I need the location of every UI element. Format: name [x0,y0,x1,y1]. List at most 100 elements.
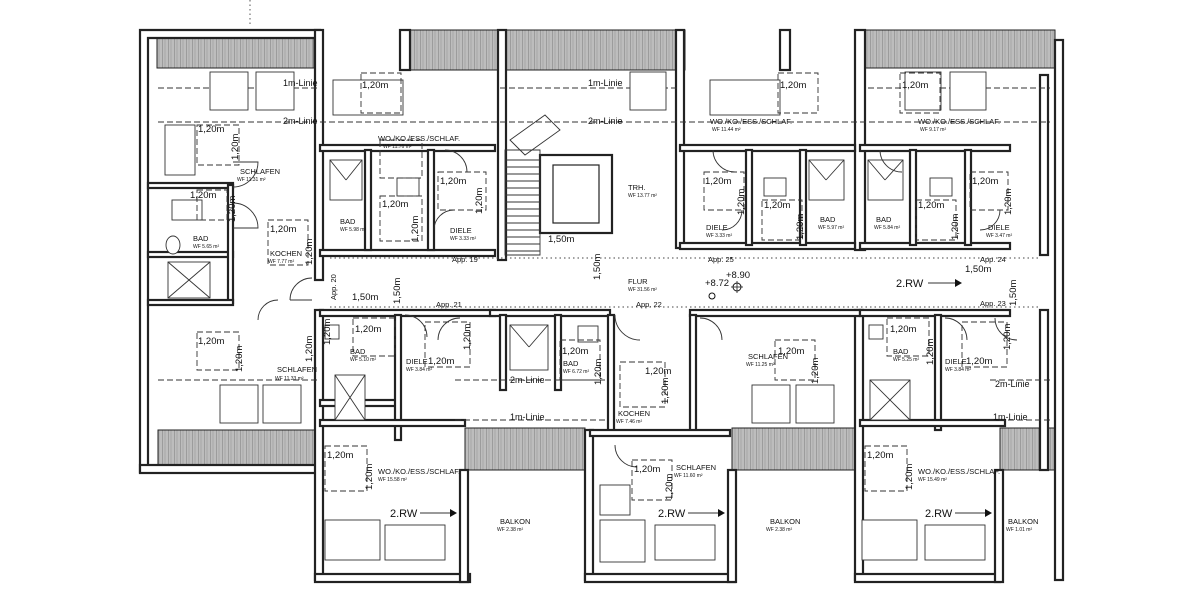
room-area: WF 5.98 m² [340,227,366,233]
dim-label: 1,20m [230,134,241,160]
room-area: WF 3.33 m² [706,233,732,239]
roof-line-labels: 1m-Linie 2m-Linie 1m-Linie 2m-Linie 2m-L… [283,78,1030,422]
apartment-label: App. 24 [980,255,1006,264]
apartment-labels: App. 19 App. 20 App. 21 App. 22 App. 23 … [329,255,1006,309]
dim-label: 1,20m [440,176,466,187]
room-area: WF 31.56 m² [628,287,657,293]
room-area: WF 2.38 m² [497,527,523,533]
room-area: WF 5.65 m² [193,244,219,250]
room-name: TRH. [628,183,646,192]
dim-label: 1,20m [410,216,421,242]
escape-route-labels: 2.RW 2.RW 2.RW 2.RW [390,278,953,520]
apartment-label: App. 21 [436,300,462,309]
room-area: WF 5.84 m² [874,225,900,231]
dim-label: 1,20m [304,239,315,265]
roof-line-1m-s: 1m-Linie [510,412,545,422]
dim-label: 1,20m [778,346,804,357]
dim-label: 1,20m [462,324,473,350]
dim-label: 1,20m [664,474,675,500]
dim-label: 1,20m [925,339,936,365]
dim-label: 1,20m [382,199,408,210]
room-name: WO./KO./ESS./SCHLAF. [710,117,792,126]
dim-label: 1,50m [352,292,378,303]
escape-route-label: 2.RW [658,508,686,520]
room-name: DIELE [706,223,728,232]
roof-line-2m-n: 2m-Linie [588,116,623,126]
room-area: WF 9.17 m² [920,127,946,133]
room-area: WF 13.77 m² [628,193,657,199]
dim-label: 1,20m [355,324,381,335]
dim-label: 1,20m [950,214,961,240]
dim-label: 1,20m [918,200,944,211]
room-area: WF 6.72 m² [563,369,589,375]
dim-label: 1,20m [764,200,790,211]
level-label-b: +8.90 [726,270,750,281]
dim-label: 1,50m [1008,280,1019,306]
room-name: BALKON [770,517,800,526]
roof-line-1m-nw: 1m-Linie [283,78,318,88]
dim-label: 1,20m [645,366,671,377]
dim-label: 1,20m [322,319,333,345]
dim-label: 1,20m [270,224,296,235]
apartment-label: App. 22 [636,300,662,309]
roof-line-1m-n: 1m-Linie [588,78,623,88]
roof-line-2m-nw: 2m-Linie [283,116,318,126]
dim-label: 1,20m [904,464,915,490]
door-swings [232,149,1018,468]
dim-label: 1,20m [705,176,731,187]
room-name: FLUR [628,277,648,286]
room-area: WF 3.84 m² [406,367,432,373]
room-name: DIELE [945,357,967,366]
dim-label: 1,20m [474,188,485,214]
dim-label: 1,20m [1002,324,1013,350]
dim-label: 1,20m [780,80,806,91]
interior-walls [146,143,1012,442]
room-name: DIELE [406,357,428,366]
dim-label: 1,50m [548,234,574,245]
dim-label: 1,20m [890,324,916,335]
dim-label: 1,20m [190,190,216,201]
dim-label: 1,20m [198,124,224,135]
room-name: BAD [876,215,892,224]
dim-label: 1,20m [736,189,747,215]
dim-label: 1,20m [660,378,671,404]
dim-label: 1,20m [634,464,660,475]
room-labels: SCHLAFEN WF 11.31 m² BAD WF 5.65 m² KOCH… [193,117,1038,533]
room-name: SCHLAFEN [676,463,716,472]
level-label-a: +8.72 [705,278,729,289]
dim-label: 1,20m [227,196,238,222]
room-name: WO./KO./ESS./SCHLAF. [918,117,1000,126]
dim-label: 1,20m [867,450,893,461]
dim-label: 1,50m [392,278,403,304]
room-name: BALKON [500,517,530,526]
dim-label: 1,20m [972,176,998,187]
dim-label: 1,20m [364,464,375,490]
room-name: BALKON [1008,517,1038,526]
dim-label: 1,20m [562,346,588,357]
room-area: WF 5.25 m² [893,357,919,363]
escape-route-label: 2.RW [925,508,953,520]
dim-label: 1,20m [304,336,315,362]
roof-line-2m-s: 2m-Linie [510,375,545,385]
apartment-label: App. 23 [980,299,1006,308]
room-name: SCHLAFEN [748,352,788,361]
dimension-labels: 1,20m 1,20m 1,20m 1,20m 1,20m 1,20m 1,20… [190,80,1019,500]
clearance-squares [196,72,1009,501]
dim-label: 1,20m [593,359,604,385]
room-name: BAD [820,215,836,224]
room-name: DIELE [988,223,1010,232]
room-name: KOCHEN [618,409,650,418]
room-name: SCHLAFEN [277,365,317,374]
room-area: WF 5.97 m² [818,225,844,231]
fixtures [164,71,987,563]
room-area: WF 11.44 m² [712,127,741,133]
dim-label: 1,50m [592,254,603,280]
room-name: KOCHEN [270,249,302,258]
room-area: WF 15.49 m² [918,477,947,483]
dim-label: 1,20m [428,356,454,367]
room-name: BAD [340,217,356,226]
dim-label: 1,20m [795,214,806,240]
roof-line-1m-se: 1m-Linie [993,412,1028,422]
room-name: BAD [563,359,579,368]
room-name: BAD [350,347,366,356]
